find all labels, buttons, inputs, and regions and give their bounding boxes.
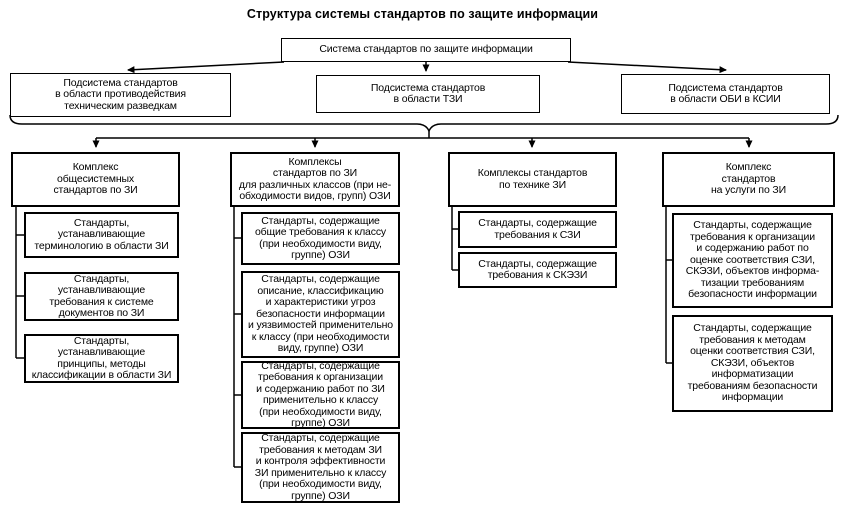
subsystem-box-obi-ksii: Подсистема стандартов в области ОБИ в КС… [621,74,830,114]
column-2-header-box: Комплексы стандартов по ЗИ для различных… [230,152,400,207]
column-4-header-box: Комплекс стандартов на услуги по ЗИ [662,152,835,207]
subsystem-box-counter-tech-intel: Подсистема стандартов в области противод… [10,73,231,117]
column-3-item-box: Стандарты, содержащие требования к СКЭЗИ [458,252,617,288]
column-2-item-box: Стандарты, содержащие требования к метод… [241,432,400,503]
column-1-item-box: Стандарты, устанавливающие требования к … [24,272,179,321]
column-3-item-box: Стандарты, содержащие требования к СЗИ [458,211,617,248]
column-2-item-box: Стандарты, содержащие общие требования к… [241,212,400,265]
column-1-header-box: Комплекс общесистемных стандартов по ЗИ [11,152,180,207]
column-3-header-box: Комплексы стандартов по технике ЗИ [448,152,617,207]
subsystem-box-tzi: Подсистема стандартов в области ТЗИ [316,75,540,113]
column-4-item-box: Стандарты, содержащие требования к орган… [672,213,833,308]
column-1-item-box: Стандарты, устанавливающие терминологию … [24,212,179,258]
column-2-item-box: Стандарты, содержащие описание, классифи… [241,271,400,358]
root-box: Система стандартов по защите информации [281,38,571,62]
column-1-item-box: Стандарты, устанавливающие принципы, мет… [24,334,179,383]
diagram-title: Структура системы стандартов по защите и… [246,7,599,21]
column-4-item-box: Стандарты, содержащие требования к метод… [672,315,833,412]
column-2-item-box: Стандарты, содержащие требования к орган… [241,360,400,429]
